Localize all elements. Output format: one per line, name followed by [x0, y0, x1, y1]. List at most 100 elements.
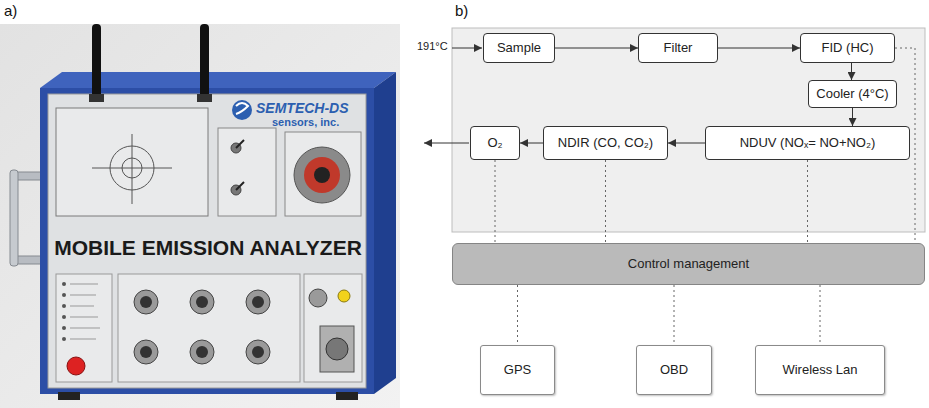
flow-arrow: [452, 48, 482, 49]
flow-arrow: [555, 48, 638, 49]
node-text: FID (HC): [822, 40, 874, 56]
node-text: Filter: [664, 40, 693, 56]
peripheral-box: Wireless Lan: [755, 345, 885, 395]
process-box: FID (HC): [800, 33, 895, 63]
status-panel: [67, 357, 85, 375]
device-housing: [40, 72, 396, 400]
connector-panel: [252, 296, 264, 308]
signal-line: [820, 285, 821, 345]
process-box: Filter: [638, 33, 718, 63]
device-title: MOBILE EMISSION ANALYZER: [50, 236, 366, 260]
sample-port: [285, 132, 361, 216]
flow-arrow: [668, 143, 705, 144]
panel-label: b): [455, 2, 468, 19]
brand-logo: SEMTECH-DS: [256, 100, 349, 116]
node-text: Cooler (4°C): [816, 86, 888, 102]
device-housing: [48, 94, 366, 388]
flow-arrow: [852, 108, 853, 126]
peripheral-box: OBD: [636, 345, 712, 395]
process-box: NDIR (CO, CO₂): [543, 126, 668, 160]
process-box: NDUV (NOₓ= NO+NO₂): [705, 126, 910, 160]
handle: [10, 170, 18, 266]
connector-panel: [134, 340, 158, 364]
sample-port: [314, 167, 330, 183]
control-bar: Control management: [452, 243, 925, 285]
node-text: Sample: [497, 40, 541, 56]
logo-emblem: [232, 100, 252, 120]
node-text: OBD: [660, 362, 688, 378]
node-text: NDUV (NOₓ= NO+NO₂): [740, 135, 876, 151]
wireless-panel: [56, 108, 208, 216]
process-panel: [452, 28, 925, 232]
node-text: Control management: [628, 256, 749, 272]
connector-panel: [140, 296, 152, 308]
device-housing: [40, 88, 374, 394]
connector-panel: [196, 346, 208, 358]
signal-line: [605, 160, 606, 243]
connector-panel: [118, 274, 300, 382]
wireless-panel: [56, 108, 208, 216]
handle: [10, 170, 44, 266]
photo-background: [0, 24, 400, 408]
node-text: NDIR (CO, CO₂): [558, 135, 653, 151]
antenna: [89, 94, 104, 102]
status-panel: [70, 317, 98, 318]
logo-emblem: [236, 103, 248, 114]
switch-panel: [236, 140, 244, 148]
process-box: Sample: [483, 33, 555, 63]
connector-panel: [134, 290, 158, 314]
device-housing: [374, 72, 396, 394]
power-panel: [304, 274, 362, 382]
power-panel: [304, 274, 362, 382]
status-panel: [62, 326, 66, 330]
flow-arrow: [851, 63, 852, 80]
signal-line: [517, 285, 518, 345]
switch-panel: [236, 182, 244, 190]
status-panel: [70, 295, 96, 296]
status-panel: [70, 306, 94, 307]
status-panel: [62, 293, 66, 297]
power-panel: [320, 326, 354, 372]
status-panel: [56, 274, 112, 382]
brand-subtitle: sensors, inc.: [272, 116, 339, 129]
status-panel: [62, 315, 66, 319]
panel-label: a): [4, 2, 17, 19]
process-box: O₂: [470, 126, 520, 160]
connector-panel: [246, 340, 270, 364]
connector-panel: [190, 290, 214, 314]
node-text: GPS: [504, 362, 531, 378]
connector-panel: [246, 290, 270, 314]
node-text: Wireless Lan: [782, 362, 857, 378]
status-panel: [62, 337, 66, 341]
node-text: O₂: [487, 135, 502, 151]
status-panel: [56, 274, 112, 382]
status-panel: [70, 328, 100, 329]
process-box: Cooler (4°C): [808, 80, 897, 108]
connector-panel: [190, 340, 214, 364]
status-panel: [62, 282, 66, 286]
antenna: [92, 24, 101, 100]
antenna: [89, 24, 212, 102]
connector-panel: [140, 346, 152, 358]
signal-line: [674, 285, 675, 345]
sample-port: [294, 147, 350, 203]
device-housing: [58, 392, 80, 400]
switch-panel: [218, 128, 276, 216]
power-panel: [338, 290, 350, 302]
peripheral-box: GPS: [480, 345, 555, 395]
sample-port: [304, 157, 340, 193]
process-panel: [452, 28, 925, 232]
signal-line: [807, 160, 808, 243]
temperature-label: 191°C: [417, 40, 448, 53]
status-panel: [70, 284, 98, 285]
connector-panel: [196, 296, 208, 308]
antenna: [200, 24, 209, 100]
flow-arrow: [520, 143, 543, 144]
antenna: [197, 94, 212, 102]
flow-arrow: [424, 143, 469, 144]
logo-emblem: [232, 100, 252, 120]
connector-panel: [118, 274, 300, 382]
photo-background: [0, 24, 400, 408]
device-housing: [336, 392, 358, 400]
